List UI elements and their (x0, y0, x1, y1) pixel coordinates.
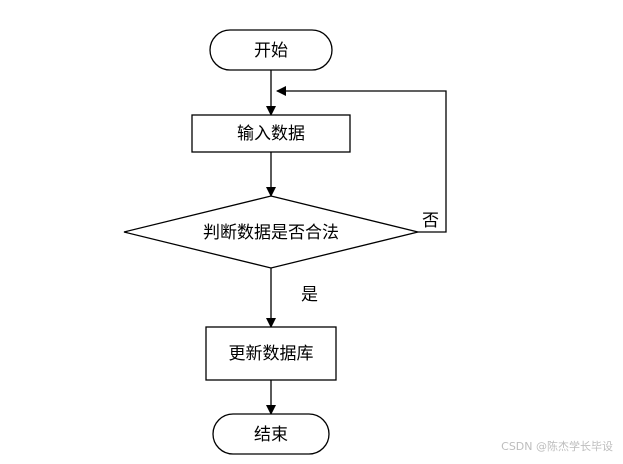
start-label: 开始 (254, 41, 288, 61)
update-node: 更新数据库 (205, 326, 337, 381)
end-shape (212, 413, 330, 455)
no-label: 否 (422, 211, 439, 231)
end-node: 结束 (212, 413, 330, 455)
watermark: CSDN @陈杰学长毕设 (501, 439, 613, 453)
decision-label: 判断数据是否合法 (203, 223, 339, 243)
arrow-no-loop (276, 86, 447, 233)
update-label: 更新数据库 (229, 344, 314, 364)
input-label: 输入数据 (237, 124, 305, 144)
update-shape (205, 326, 337, 381)
start-node: 开始 (209, 29, 333, 71)
end-label: 结束 (254, 425, 288, 445)
input-node: 输入数据 (191, 114, 351, 153)
decision-node: 判断数据是否合法 (123, 195, 419, 269)
yes-label: 是 (301, 285, 318, 305)
input-shape (191, 114, 351, 153)
